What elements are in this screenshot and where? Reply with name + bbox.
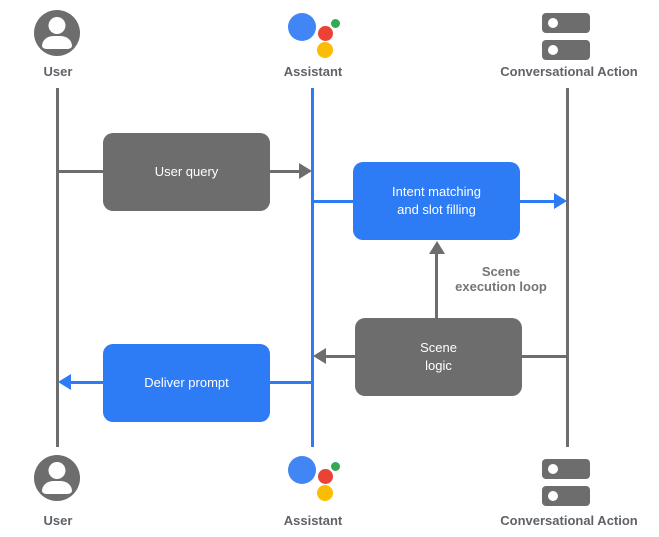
server-dot xyxy=(548,18,558,28)
server-bar xyxy=(542,459,590,479)
assistant-green-circle xyxy=(331,462,340,471)
server-bar xyxy=(542,486,590,506)
server-bar xyxy=(542,13,590,33)
arrowhead-left-icon xyxy=(313,348,326,364)
assistant-yellow-circle xyxy=(317,42,333,58)
assistant-green-circle xyxy=(331,19,340,28)
arrowhead-up-icon xyxy=(429,241,445,254)
scene-to-assistant-line xyxy=(326,355,356,358)
person-body-shape xyxy=(42,36,72,49)
user-label-bottom: User xyxy=(43,513,73,528)
scene-execution-loop-line1: Scene xyxy=(481,264,521,279)
scene-execution-loop-label: Scene execution loop xyxy=(455,264,547,294)
assistant-icon xyxy=(285,8,345,60)
user-query-node: User query xyxy=(103,133,270,211)
conversational-action-label-top: Conversational Action xyxy=(500,64,638,79)
assistant-red-circle xyxy=(318,26,333,41)
deliver-prompt-node: Deliver prompt xyxy=(103,344,270,422)
person-head-shape xyxy=(48,17,66,34)
deliver-to-user-line xyxy=(70,381,104,384)
server-dot xyxy=(548,45,558,55)
assistant-label-top: Assistant xyxy=(283,64,343,79)
assistant-icon xyxy=(285,451,345,503)
user-to-query-line xyxy=(58,170,103,173)
user-icon xyxy=(34,10,80,56)
action-to-scene-line xyxy=(522,355,567,358)
intent-matching-label-line2: and slot filling xyxy=(397,202,476,217)
scene-logic-node: Scene logic xyxy=(355,318,522,396)
assistant-yellow-circle xyxy=(317,485,333,501)
assistant-label-bottom: Assistant xyxy=(283,513,343,528)
intent-matching-node: Intent matching and slot filling xyxy=(353,162,520,240)
user-lifeline xyxy=(56,88,59,447)
person-head-shape xyxy=(48,462,66,479)
arrowhead-right-icon xyxy=(299,163,312,179)
conversational-action-lifeline xyxy=(566,88,569,447)
assistant-lifeline xyxy=(311,88,314,447)
server-stack-icon xyxy=(542,459,590,507)
scene-logic-label-line1: Scene xyxy=(420,340,457,355)
scene-execution-loop-line2: execution loop xyxy=(455,279,547,294)
intent-to-action-line xyxy=(520,200,555,203)
arrowhead-right-icon xyxy=(554,193,567,209)
server-dot xyxy=(548,464,558,474)
query-to-assistant-line xyxy=(270,170,301,173)
conversational-action-label-bottom: Conversational Action xyxy=(500,513,638,528)
assistant-red-circle xyxy=(318,469,333,484)
person-body-shape xyxy=(42,481,72,494)
user-icon xyxy=(34,455,80,501)
arrowhead-left-icon xyxy=(58,374,71,390)
deliver-prompt-label: Deliver prompt xyxy=(144,375,229,390)
assistant-blue-circle xyxy=(288,13,316,41)
assistant-blue-circle xyxy=(288,456,316,484)
server-bar xyxy=(542,40,590,60)
intent-matching-label-line1: Intent matching xyxy=(392,184,481,199)
scene-loop-line xyxy=(435,253,438,319)
assistant-to-intent-line xyxy=(313,200,354,203)
server-stack-icon xyxy=(542,13,590,61)
user-query-label: User query xyxy=(154,164,219,179)
user-label-top: User xyxy=(43,64,73,79)
scene-logic-label-line2: logic xyxy=(425,358,452,373)
assistant-to-deliver-line xyxy=(270,381,313,384)
server-dot xyxy=(548,491,558,501)
